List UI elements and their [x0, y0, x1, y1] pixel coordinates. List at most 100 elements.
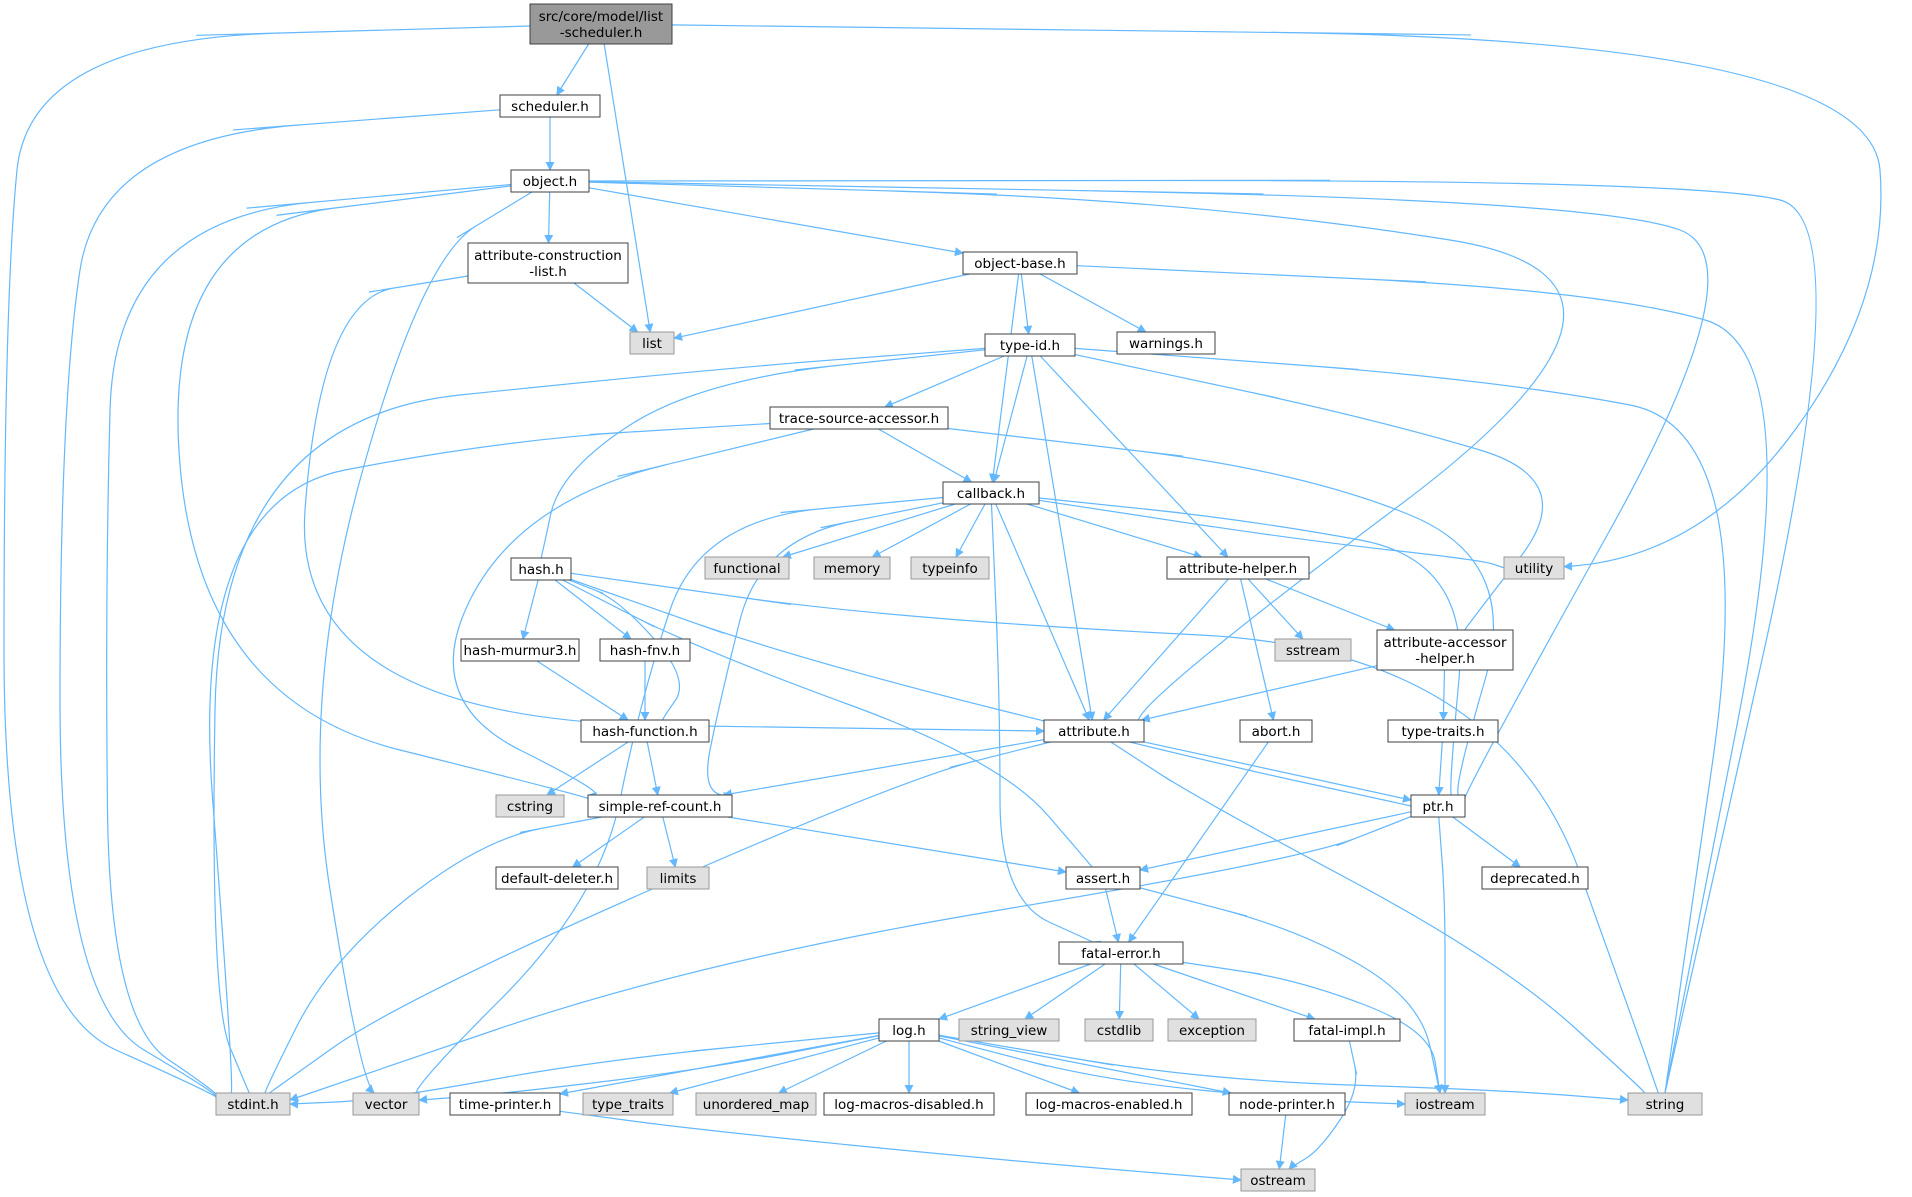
edge-hash-to-ptr — [570, 578, 1420, 811]
node-box-unordered_map — [695, 1092, 817, 1116]
node-label-typeinfo: typeinfo — [922, 561, 977, 577]
edge-typeid-to-string — [1074, 347, 1726, 1102]
edge-callback-to-typeinfo — [955, 503, 986, 558]
node-box-lmd — [823, 1092, 995, 1116]
node-box-cstdlib — [1084, 1018, 1154, 1042]
node-hash[interactable]: hash.h — [510, 557, 572, 581]
node-box-functional — [704, 556, 790, 580]
node-label-list: list — [642, 336, 662, 352]
node-ptr[interactable]: ptr.h — [1410, 794, 1466, 818]
edge-callback-to-attribute — [995, 503, 1091, 721]
node-log[interactable]: log.h — [878, 1018, 940, 1042]
edge-hash-to-string — [570, 572, 1667, 1103]
node-root[interactable]: src/core/model/list-scheduler.h — [529, 3, 673, 45]
edge-object-to-src — [177, 185, 597, 805]
node-warnings[interactable]: warnings.h — [1116, 331, 1216, 355]
node-box-stdint — [215, 1092, 291, 1116]
node-scheduler[interactable]: scheduler.h — [499, 94, 601, 118]
node-label-log: log.h — [892, 1023, 925, 1039]
node-deprecated[interactable]: deprecated.h — [1481, 866, 1589, 890]
edge-objbase-to-warnings — [1039, 273, 1147, 333]
edge-callback-to-functional — [781, 503, 956, 559]
node-box-ptr — [1410, 794, 1466, 818]
node-callback[interactable]: callback.h — [942, 481, 1040, 505]
node-box-list — [629, 331, 675, 355]
node-box-attrconst — [467, 242, 629, 284]
node-nodeprinter[interactable]: node-printer.h — [1228, 1092, 1346, 1116]
node-box-root — [529, 3, 673, 45]
edge-log-to-timeprinter — [559, 1034, 880, 1097]
node-box-sstream — [1274, 638, 1352, 662]
edge-attribute-to-string — [1110, 741, 1654, 1101]
node-src[interactable]: simple-ref-count.h — [587, 794, 733, 818]
node-attrconst[interactable]: attribute-construction-list.h — [467, 242, 629, 284]
node-typetraits_h[interactable]: type-traits.h — [1387, 719, 1499, 743]
node-fnv[interactable]: hash-fnv.h — [599, 638, 691, 662]
edge-typeid-to-attribute — [1031, 355, 1096, 721]
edge-fatalimpl-to-ostream — [1288, 1040, 1358, 1170]
edge-attrhelper-to-attribute — [1103, 578, 1229, 721]
node-utility: utility — [1503, 556, 1565, 580]
edge-attrhelper-to-sstream — [1247, 578, 1304, 640]
edge-root-to-list — [603, 43, 654, 333]
node-box-abort — [1239, 719, 1313, 743]
node-objbase[interactable]: object-base.h — [962, 251, 1078, 275]
node-object[interactable]: object.h — [510, 169, 590, 193]
node-lmd[interactable]: log-macros-disabled.h — [823, 1092, 995, 1116]
node-aah[interactable]: attribute-accessor-helper.h — [1376, 629, 1514, 671]
node-timeprinter[interactable]: time-printer.h — [449, 1092, 561, 1116]
node-box-attribute — [1043, 719, 1145, 743]
node-label-functional: functional — [713, 561, 780, 577]
edge-objbase-to-string — [1076, 265, 1768, 1102]
edge-timeprinter-to-ostream — [559, 1110, 1242, 1184]
node-label-abort: abort.h — [1252, 724, 1301, 740]
node-attrhelper[interactable]: attribute-helper.h — [1166, 556, 1310, 580]
edge-object-to-stdint — [106, 183, 512, 1103]
node-label-sstream: sstream — [1286, 643, 1340, 659]
node-label-typeid: type-id.h — [1000, 338, 1060, 354]
node-box-attrhelper — [1166, 556, 1310, 580]
node-tsa[interactable]: trace-source-accessor.h — [769, 406, 949, 430]
edge-fatalerr-to-iostream — [1182, 961, 1444, 1094]
node-label-ptr: ptr.h — [1422, 799, 1453, 815]
node-box-utility — [1503, 556, 1565, 580]
node-box-ostream — [1240, 1168, 1316, 1192]
node-label-fnv: hash-fnv.h — [610, 643, 680, 659]
edge-log-to-unordered_map — [777, 1040, 887, 1094]
node-deleter[interactable]: default-deleter.h — [495, 866, 619, 890]
node-label-object: object.h — [523, 174, 577, 190]
node-typeid[interactable]: type-id.h — [984, 333, 1076, 357]
node-list: list — [629, 331, 675, 355]
node-label-stdint: stdint.h — [227, 1097, 278, 1113]
node-box-timeprinter — [449, 1092, 561, 1116]
edge-nodeprinter-to-ostream — [1275, 1114, 1287, 1170]
node-assert[interactable]: assert.h — [1065, 866, 1141, 890]
node-hashfunc[interactable]: hash-function.h — [580, 719, 710, 743]
edge-log-to-stdint — [289, 1032, 880, 1109]
edge-log-to-string — [938, 1034, 1629, 1104]
node-box-iostream — [1404, 1092, 1486, 1116]
node-attribute[interactable]: attribute.h — [1043, 719, 1145, 743]
node-type_traits: type_traits — [582, 1092, 674, 1116]
node-label-cstdlib: cstdlib — [1097, 1023, 1141, 1039]
node-label-assert: assert.h — [1076, 871, 1130, 887]
node-murmur[interactable]: hash-murmur3.h — [460, 638, 580, 662]
node-label-iostream: iostream — [1415, 1097, 1474, 1113]
edge-aah-to-typetraits_h — [1438, 669, 1448, 721]
edge-callback-to-src — [707, 502, 944, 801]
nodes-layer: src/core/model/list-scheduler.h scheduler… — [215, 3, 1703, 1192]
edge-attribute-to-ptr — [1143, 741, 1412, 803]
node-fatalimpl[interactable]: fatal-impl.h — [1293, 1018, 1401, 1042]
node-label-deleter: default-deleter.h — [501, 871, 613, 887]
node-label-objbase: object-base.h — [974, 256, 1066, 272]
edge-callback-to-memory — [871, 503, 971, 558]
node-abort[interactable]: abort.h — [1239, 719, 1313, 743]
node-label-limits: limits — [660, 871, 697, 887]
node-box-log — [878, 1018, 940, 1042]
node-box-murmur — [460, 638, 580, 662]
node-fatalerr[interactable]: fatal-error.h — [1058, 941, 1184, 965]
node-box-fatalimpl — [1293, 1018, 1401, 1042]
node-lme[interactable]: log-macros-enabled.h — [1025, 1092, 1193, 1116]
node-label-utility: utility — [1515, 561, 1553, 577]
